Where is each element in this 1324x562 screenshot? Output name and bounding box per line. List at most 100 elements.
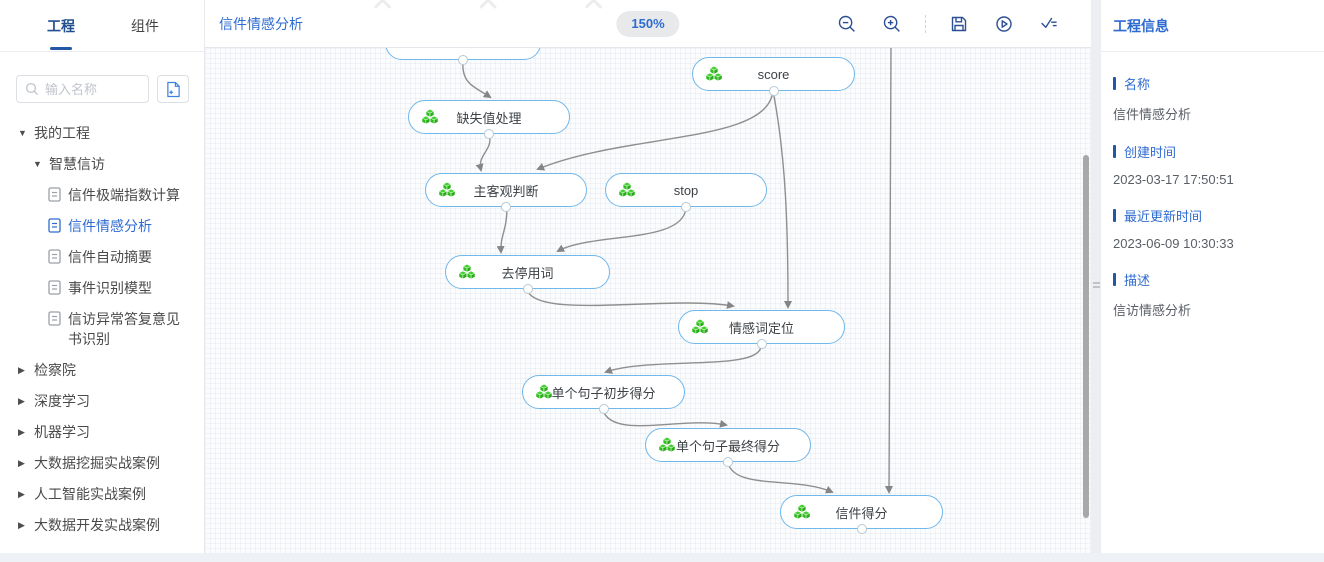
tree-item-label: 智慧信访 (49, 155, 105, 172)
info-panel-title: 工程信息 (1101, 0, 1324, 52)
info-field-label: 名称 (1113, 74, 1312, 93)
flow-node[interactable]: 情感词定位 (678, 310, 845, 344)
flow-node-label: 主客观判断 (473, 183, 539, 199)
info-field-value: 2023-06-09 10:30:33 (1113, 236, 1234, 251)
label-bar-icon (1113, 145, 1116, 158)
sidebar: 工程 组件 (0, 0, 205, 553)
output-port[interactable] (756, 339, 767, 349)
project-tree: ▼我的工程▼智慧信访信件极端指数计算信件情感分析信件自动摘要事件识别模型信访异常… (0, 117, 204, 540)
tree-item-label: 我的工程 (34, 124, 90, 141)
caret-right-icon: ▶ (18, 519, 25, 530)
output-port[interactable] (768, 86, 779, 96)
output-port[interactable] (723, 457, 733, 467)
output-port[interactable] (681, 202, 691, 212)
flow-node-label: 缺失值处理 (456, 110, 522, 126)
info-field-value: 信件情感分析 (1113, 107, 1192, 122)
info-field: 名称信件情感分析 (1113, 74, 1312, 123)
caret-right-icon: ▶ (18, 488, 25, 499)
tree-item-label: 信访异常答复意见书识别 (68, 310, 180, 347)
tab-components[interactable]: 组件 (131, 17, 159, 34)
save-button[interactable] (949, 14, 969, 34)
flow-node-label: 单个句子最终得分 (675, 438, 780, 454)
flow-node-label: 情感词定位 (728, 320, 794, 336)
flow-node-label: 信件得分 (835, 505, 888, 521)
tree-item[interactable]: 信件自动摘要 (0, 241, 204, 272)
search-box[interactable] (16, 75, 149, 103)
label-bar-icon (1113, 77, 1116, 90)
output-port[interactable] (598, 404, 609, 414)
flow-node-label: score (757, 66, 790, 82)
flow-node[interactable]: 主客观判断 (425, 173, 587, 207)
panel-divider (1091, 0, 1101, 553)
caret-right-icon: ▶ (18, 457, 25, 468)
tree-item[interactable]: ▶ 大数据挖掘实战案例 (0, 447, 204, 478)
tree-item[interactable]: ▶ 检察院 (0, 354, 204, 385)
dataset-cubes-icon (793, 504, 811, 520)
zoom-in-icon (883, 15, 900, 32)
tree-item[interactable]: ▶ 深度学习 (0, 385, 204, 416)
tree-item[interactable]: ▼智慧信访 (0, 148, 204, 179)
run-button[interactable] (994, 14, 1014, 34)
toolbar-icon-group (837, 0, 1059, 47)
edge-layer (462, 48, 894, 494)
panel-resize-grip[interactable] (1092, 280, 1100, 290)
tree-item[interactable]: 信访异常答复意见书识别 (0, 303, 204, 354)
tree-item-label: 检察院 (34, 361, 76, 378)
tree-item-label: 人工智能实战案例 (34, 485, 146, 502)
zoom-in-button[interactable] (882, 14, 902, 34)
sidebar-tabs: 工程 组件 (0, 0, 204, 52)
tree-item[interactable]: ▶ 大数据开发实战案例 (0, 509, 204, 540)
tree-item-label: 事件识别模型 (68, 279, 152, 296)
info-field-label: 最近更新时间 (1113, 206, 1312, 225)
flow-node-label: 单个句子初步得分 (551, 385, 656, 401)
output-port[interactable] (856, 524, 867, 534)
zoom-out-button[interactable] (837, 14, 857, 34)
toolbar-divider (925, 15, 926, 33)
output-port[interactable] (522, 284, 533, 294)
tree-item[interactable]: 信件极端指数计算 (0, 179, 204, 210)
dataset-cubes-icon (535, 384, 553, 400)
tree-item[interactable]: ▼我的工程 (0, 117, 204, 148)
zoom-level-badge[interactable]: 150% (616, 11, 680, 37)
output-port[interactable] (458, 55, 468, 65)
tree-item-label: 大数据挖掘实战案例 (34, 454, 160, 471)
tab-project[interactable]: 工程 (47, 2, 75, 50)
caret-right-icon: ▶ (18, 364, 25, 375)
info-field: 描述信访情感分析 (1113, 270, 1312, 319)
info-field-value: 信访情感分析 (1113, 303, 1192, 318)
tree-item[interactable]: 信件情感分析 (0, 210, 204, 241)
document-icon (48, 280, 61, 295)
tree-item[interactable]: 事件识别模型 (0, 272, 204, 303)
search-icon (25, 82, 39, 96)
tree-item[interactable]: ▶ 人工智能实战案例 (0, 478, 204, 509)
output-port[interactable] (484, 129, 494, 139)
main-area: ✕ ✕ ✕ 信件情感分析 150% (205, 0, 1091, 553)
tree-item-label: 信件自动摘要 (68, 248, 152, 265)
dataset-cubes-icon (618, 182, 636, 198)
zoom-out-icon (838, 15, 855, 32)
tree-item-label: 深度学习 (34, 392, 90, 409)
tree-item-label: 大数据开发实战案例 (34, 516, 160, 533)
output-port[interactable] (501, 202, 511, 212)
canvas-vertical-scrollbar[interactable] (1083, 155, 1089, 518)
flow-node[interactable]: 去停用词 (445, 255, 610, 289)
file-plus-icon (166, 81, 180, 97)
tree-item[interactable]: ▶机器学习 (0, 416, 204, 447)
new-project-button[interactable] (157, 75, 189, 103)
canvas-toolbar: ✕ ✕ ✕ 信件情感分析 150% (205, 0, 1091, 48)
run-log-button[interactable] (1039, 14, 1059, 34)
bottom-strip (0, 553, 1324, 562)
flow-node[interactable]: 信件得分 (780, 495, 943, 529)
document-icon (48, 249, 61, 264)
search-input[interactable] (45, 81, 135, 97)
caret-right-icon: ▶ (18, 395, 25, 406)
search-row (16, 75, 189, 103)
run-icon (996, 16, 1012, 32)
flow-node[interactable]: score (692, 57, 855, 91)
